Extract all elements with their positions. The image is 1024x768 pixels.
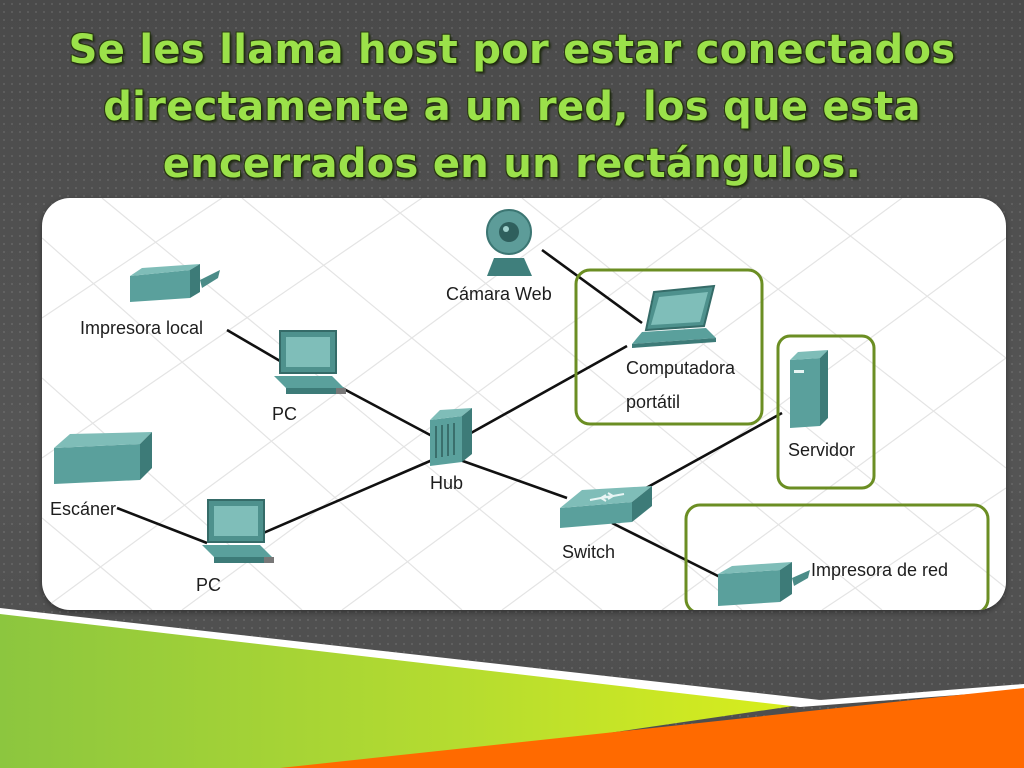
label-camera: Cámara Web (446, 284, 552, 304)
laptop-icon (632, 284, 716, 348)
label-local-printer: Impresora local (80, 318, 204, 338)
slide-title: Se les llama host por estar conectados d… (20, 22, 1004, 193)
local-printer-icon (130, 264, 220, 302)
highlight-server (776, 334, 876, 490)
highlight-network-printer (684, 503, 990, 610)
host-highlights (574, 268, 990, 610)
switch-icon (560, 486, 652, 528)
title-line-1: Se les llama host por estar conectados (68, 27, 956, 73)
server-icon (790, 350, 828, 428)
title-line-2: directamente a un red, los que esta (103, 84, 921, 130)
webcam-icon (486, 209, 532, 276)
label-network-printer: Impresora de red (811, 560, 949, 580)
label-server: Servidor (788, 440, 856, 460)
label-laptop-line2: portátil (626, 392, 681, 412)
grid (42, 198, 1006, 610)
label-laptop-line1: Computadora (626, 358, 736, 378)
diagram-graphics (42, 198, 1006, 610)
cables (116, 248, 783, 580)
orange-band (280, 688, 1024, 768)
pc-top-icon (274, 330, 346, 394)
pc-bottom-icon (202, 499, 274, 563)
white-stripe (0, 608, 1024, 707)
label-scanner: Escáner (50, 499, 117, 519)
title-line-3: encerrados en un rectángulos. (162, 141, 862, 187)
network-printer-icon (718, 562, 810, 606)
highlight-laptop (574, 268, 764, 426)
label-switch: Switch (562, 542, 616, 562)
label-pc-top: PC (272, 404, 298, 424)
label-pc-bottom: PC (196, 575, 222, 595)
network-diagram: Cámara Web Impresora local PC Escáner Hu… (42, 198, 1006, 610)
hub-icon (430, 408, 472, 466)
green-band (0, 612, 800, 768)
label-hub: Hub (430, 473, 464, 493)
scanner-icon (54, 432, 152, 484)
